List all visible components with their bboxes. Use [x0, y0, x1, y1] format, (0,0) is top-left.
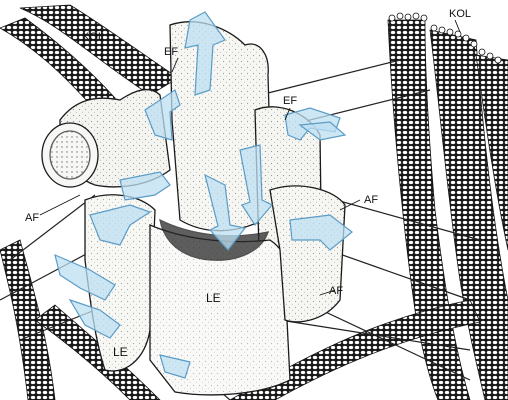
fiber-cross-section	[42, 123, 98, 187]
label-ef-upper: EF	[164, 46, 178, 58]
label-kol-top-right: KOL	[449, 8, 471, 20]
label-af-right-lower: AF	[329, 285, 343, 297]
label-af-right-upper: AF	[364, 194, 378, 206]
label-af-left: AF	[25, 212, 39, 224]
label-ef-right: EF	[283, 95, 297, 107]
label-le-lower: LE	[113, 345, 128, 359]
label-kol-top-left: KOL	[82, 31, 104, 43]
label-le-center: LE	[206, 291, 221, 305]
